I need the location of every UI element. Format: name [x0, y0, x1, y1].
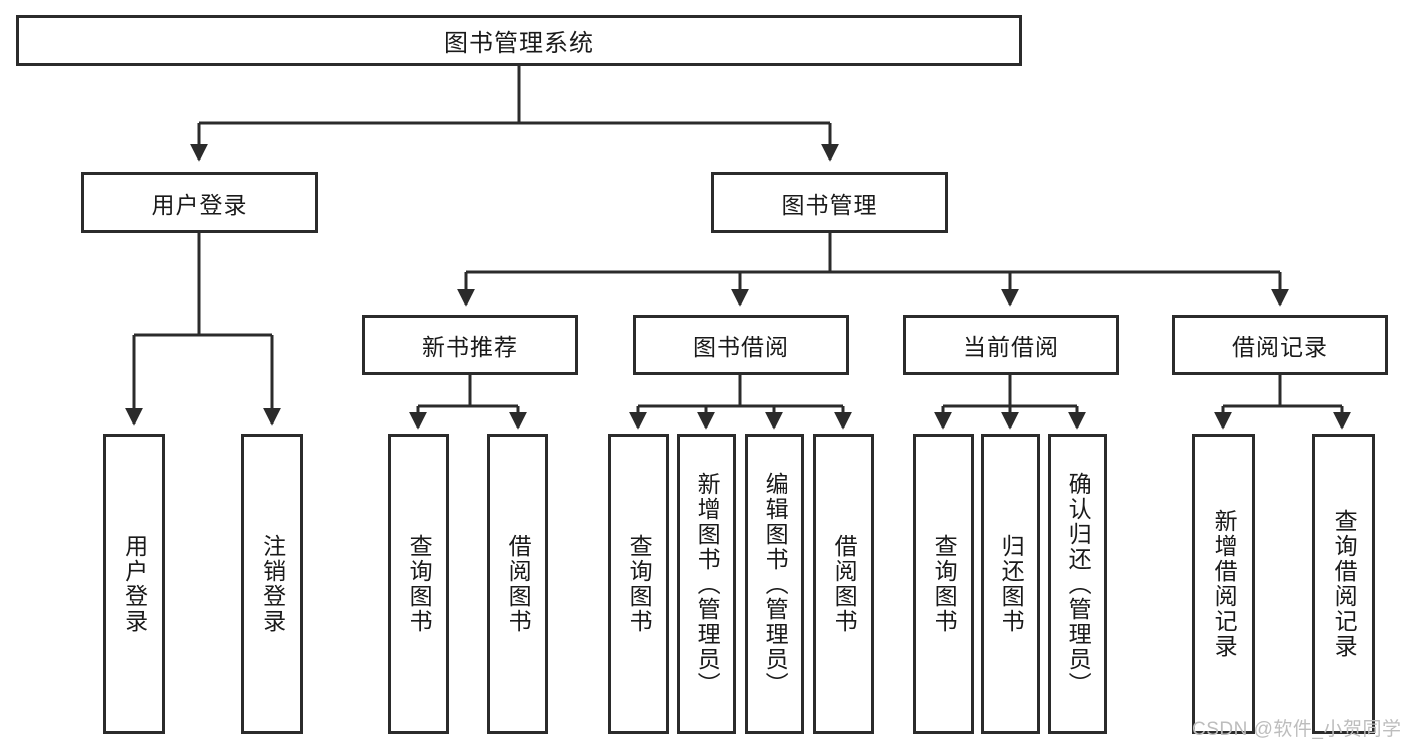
leaf-confirm-return-admin[interactable]: 确认归还（管理员） [1048, 434, 1107, 734]
leaf-add-book-admin[interactable]: 新增图书（管理员） [677, 434, 736, 734]
node-borrow-record[interactable]: 借阅记录 [1172, 315, 1388, 375]
leaf-query-borrow-record[interactable]: 查询借阅记录 [1312, 434, 1375, 734]
leaf-borrow-book-recommend[interactable]: 借阅图书 [487, 434, 548, 734]
node-root-system[interactable]: 图书管理系统 [16, 15, 1022, 66]
leaf-borrow-book[interactable]: 借阅图书 [813, 434, 874, 734]
node-book-management[interactable]: 图书管理 [711, 172, 948, 233]
leaf-edit-book-admin[interactable]: 编辑图书（管理员） [745, 434, 804, 734]
node-current-borrow[interactable]: 当前借阅 [903, 315, 1119, 375]
leaf-query-book-recommend[interactable]: 查询图书 [388, 434, 449, 734]
leaf-add-borrow-record[interactable]: 新增借阅记录 [1192, 434, 1255, 734]
leaf-query-book-borrow[interactable]: 查询图书 [608, 434, 669, 734]
node-book-borrow[interactable]: 图书借阅 [633, 315, 849, 375]
leaf-user-login[interactable]: 用户登录 [103, 434, 165, 734]
node-user-login[interactable]: 用户登录 [81, 172, 318, 233]
node-new-book-recommend[interactable]: 新书推荐 [362, 315, 578, 375]
leaf-logout-login[interactable]: 注销登录 [241, 434, 303, 734]
leaf-return-book[interactable]: 归还图书 [981, 434, 1040, 734]
csdn-watermark: CSDN @软件_小贺同学 [1192, 719, 1402, 740]
leaf-query-book-current[interactable]: 查询图书 [913, 434, 974, 734]
